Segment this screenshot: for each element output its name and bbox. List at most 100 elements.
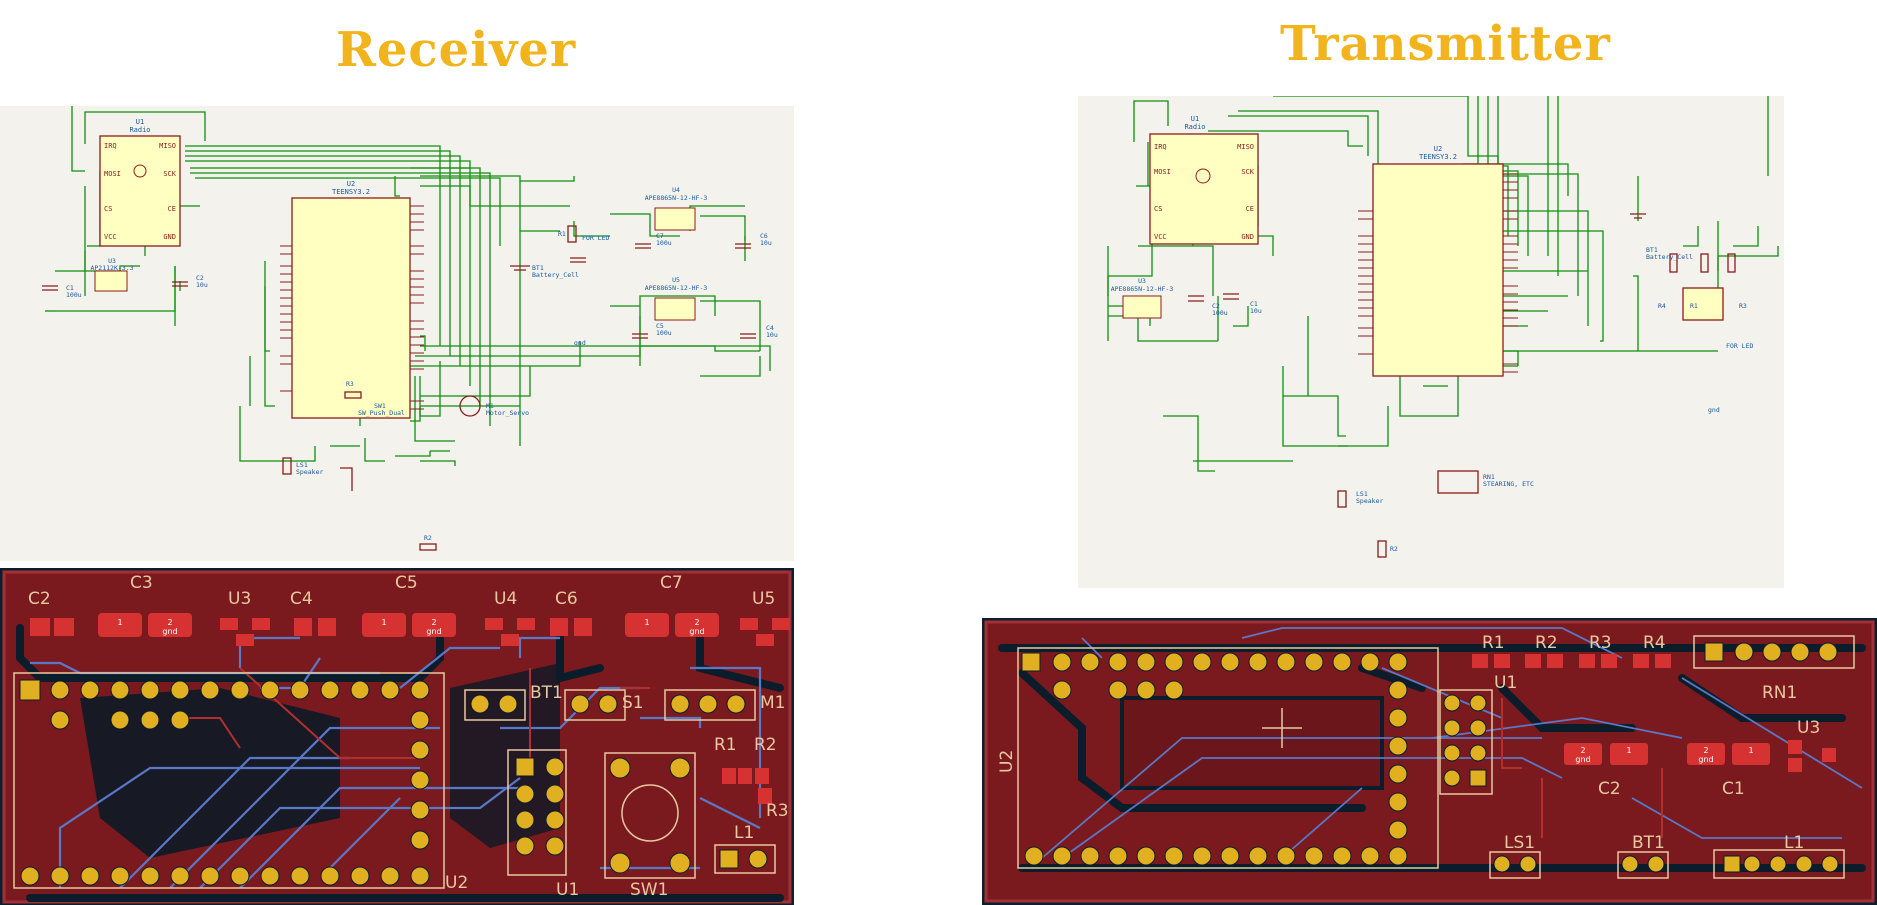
svg-text:100u: 100u [1212, 309, 1228, 317]
svg-text:VCC: VCC [104, 233, 117, 241]
receiver-u1-radio: U1 Radio IRQ MOSI CS VCC MISO SCK CE GND [99, 118, 181, 247]
svg-text:U1: U1 [556, 880, 579, 900]
transmitter-traces [1041, 627, 1863, 859]
svg-text:100u: 100u [656, 329, 672, 337]
svg-text:C4: C4 [766, 324, 774, 332]
svg-text:SW1: SW1 [630, 880, 668, 900]
svg-text:Battery_Cell: Battery_Cell [1646, 253, 1693, 261]
transmitter-title: Transmitter [1280, 16, 1611, 72]
svg-text:S1: S1 [622, 693, 644, 713]
svg-text:L1: L1 [1784, 833, 1804, 853]
svg-text:2: 2 [1703, 746, 1708, 755]
svg-text:10u: 10u [196, 281, 208, 289]
svg-text:R1: R1 [1690, 302, 1698, 310]
svg-text:MISO: MISO [1237, 143, 1254, 151]
svg-text:R3: R3 [766, 801, 789, 821]
svg-text:gnd: gnd [689, 627, 704, 636]
svg-text:R2: R2 [424, 534, 432, 542]
svg-text:U2: U2 [1434, 145, 1442, 153]
transmitter-schematic-labels: C2 100u C1 10u BT1 Battery_Cell R4 R1 R3… [1212, 246, 1753, 553]
svg-text:U1: U1 [1494, 673, 1517, 693]
svg-text:gnd: gnd [426, 627, 441, 636]
svg-text:1: 1 [117, 618, 122, 627]
svg-text:U1: U1 [136, 118, 144, 126]
svg-text:U3: U3 [1138, 277, 1146, 285]
svg-text:2: 2 [167, 618, 172, 627]
svg-text:2: 2 [694, 618, 699, 627]
svg-text:gnd: gnd [1575, 755, 1590, 764]
svg-text:MOSI: MOSI [104, 170, 121, 178]
svg-text:BT1: BT1 [1632, 833, 1665, 853]
svg-text:R4: R4 [1643, 633, 1666, 653]
svg-text:R2: R2 [1390, 545, 1398, 553]
svg-text:gnd: gnd [162, 627, 177, 636]
svg-text:FOR LED: FOR LED [1726, 342, 1753, 350]
svg-text:1: 1 [1626, 746, 1631, 755]
receiver-title: Receiver [336, 22, 577, 78]
svg-text:C2: C2 [1598, 779, 1621, 799]
receiver-u5: U5 APE8865N-12-HF-3 [645, 276, 708, 321]
transmitter-u3: U3 APE8865N-12-HF-3 [1111, 277, 1173, 319]
svg-text:VCC: VCC [1154, 233, 1167, 241]
svg-text:GND: GND [163, 233, 176, 241]
svg-text:CS: CS [1154, 205, 1162, 213]
receiver-silkscreen [13, 672, 776, 889]
svg-text:10u: 10u [766, 331, 778, 339]
svg-text:R1: R1 [1482, 633, 1505, 653]
svg-text:U4: U4 [672, 186, 680, 194]
svg-text:CE: CE [168, 205, 176, 213]
svg-text:C4: C4 [290, 589, 313, 609]
receiver-tht-pads [19, 679, 768, 886]
radio-icon [1195, 168, 1211, 184]
svg-text:U2: U2 [997, 750, 1017, 773]
svg-text:IRQ: IRQ [1154, 143, 1167, 151]
receiver-smd [30, 613, 790, 804]
svg-text:STEARING, ETC: STEARING, ETC [1483, 480, 1534, 488]
receiver-passives [42, 225, 756, 551]
transmitter-silkscreen [1017, 635, 1855, 879]
svg-text:GND: GND [1241, 233, 1254, 241]
svg-text:C6: C6 [555, 589, 578, 609]
svg-text:M1: M1 [486, 402, 494, 410]
svg-text:C7: C7 [656, 232, 664, 240]
receiver-u3: U3 AP2112K-3.3 [90, 257, 134, 292]
transmitter-silk-labels: R1 R2 R3 R4 U1 RN1 U3 C2 C1 LS1 BT1 L1 U… [997, 633, 1820, 853]
svg-text:R2: R2 [754, 735, 777, 755]
svg-text:R4: R4 [1658, 302, 1666, 310]
svg-text:TEENSY3.2: TEENSY3.2 [332, 188, 370, 196]
svg-text:1: 1 [1748, 746, 1753, 755]
svg-text:CE: CE [1246, 205, 1254, 213]
svg-text:gnd: gnd [1698, 755, 1713, 764]
svg-text:C2: C2 [196, 274, 204, 282]
svg-text:BT1: BT1 [1646, 246, 1658, 254]
svg-text:gnd: gnd [574, 339, 586, 347]
svg-text:U3: U3 [108, 257, 116, 265]
transmitter-tht-pads [1021, 642, 1839, 873]
svg-text:MOSI: MOSI [1154, 168, 1171, 176]
transmitter-wires [1107, 96, 1779, 472]
svg-text:Radio: Radio [1184, 123, 1205, 131]
svg-text:BT1: BT1 [532, 264, 544, 272]
svg-text:U2: U2 [445, 873, 468, 893]
svg-text:SW1: SW1 [374, 402, 386, 410]
svg-text:LS1: LS1 [1356, 490, 1368, 498]
svg-text:SCK: SCK [1241, 168, 1254, 176]
svg-text:TEENSY3.2: TEENSY3.2 [1419, 153, 1457, 161]
svg-text:APE8865N-12-HF-3: APE8865N-12-HF-3 [645, 284, 708, 292]
svg-text:C1: C1 [1722, 779, 1745, 799]
svg-text:U5: U5 [752, 589, 775, 609]
svg-text:100u: 100u [656, 239, 672, 247]
svg-text:M1: M1 [760, 693, 785, 713]
svg-text:gnd: gnd [1708, 406, 1720, 414]
svg-text:C2: C2 [28, 589, 51, 609]
transmitter-schematic: U1 Radio IRQ MOSI CS VCC MISO SCK CE GND… [1078, 96, 1784, 588]
svg-text:10u: 10u [1250, 307, 1262, 315]
svg-text:SW_Push_Dual: SW_Push_Dual [358, 409, 405, 417]
svg-text:U2: U2 [347, 180, 355, 188]
svg-text:RN1: RN1 [1762, 683, 1797, 703]
svg-text:IRQ: IRQ [104, 142, 117, 150]
svg-text:R3: R3 [1739, 302, 1747, 310]
svg-text:R1: R1 [558, 230, 566, 238]
